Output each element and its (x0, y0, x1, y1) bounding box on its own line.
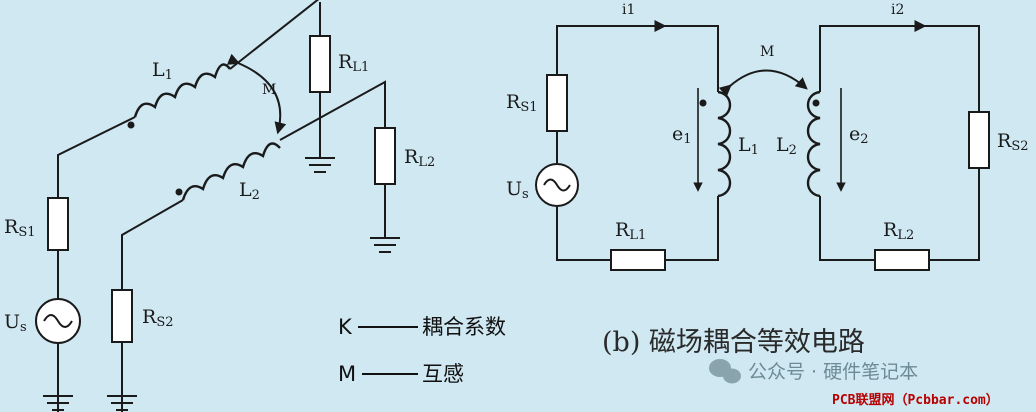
label-i1: i1 (622, 2, 635, 18)
left-wire-1 (57, 116, 136, 412)
sine-icon (43, 314, 73, 328)
right-circuit: i1 i2 M RS1 Us e1 L1 L2 e2 RS2 RL1 RL2 (… (506, 2, 1029, 358)
coil-l2 (181, 142, 281, 201)
label-rs1: RS1 (4, 216, 36, 240)
coil-l1-right (717, 90, 732, 198)
legend-k-key: K (338, 315, 353, 339)
watermark-account: 公众号 · 硬件笔记本 (748, 361, 918, 383)
legend-m-key: M (338, 362, 356, 386)
label-rs2-right: RS2 (997, 130, 1029, 154)
dot-l1-right (699, 99, 707, 107)
ground-rs2 (107, 395, 137, 411)
left-wire-1b (229, 0, 321, 158)
label-l2-right: L2 (776, 134, 797, 158)
legend: K 耦合系数 M 互感 (338, 315, 506, 386)
resistor-rl1 (309, 35, 331, 93)
label-rl1-right: RL1 (615, 219, 646, 243)
left-circuit: L1 M RL1 L2 RL2 RS1 Us RS2 (4, 0, 435, 412)
resistor-rl1-right (610, 249, 666, 271)
label-l1-right: L1 (738, 134, 759, 158)
mutual-arrow-right (718, 69, 808, 97)
resistor-rs2-right (968, 111, 990, 169)
sine-icon-right (543, 178, 571, 192)
label-m-left: M (262, 82, 276, 98)
caption: (b) 磁场耦合等效电路 (602, 327, 865, 358)
label-us-left: Us (4, 311, 27, 335)
coil-l1 (133, 63, 231, 118)
legend-k-text: 耦合系数 (422, 315, 506, 339)
label-e2: e2 (849, 123, 869, 147)
label-m-right: M (760, 44, 774, 60)
dot-l2-right (812, 99, 820, 107)
legend-m-text: 互感 (422, 362, 464, 386)
resistor-rs2 (111, 289, 133, 343)
dot-l1 (127, 121, 135, 129)
right-loop-2 (819, 25, 980, 261)
resistor-rs1-right (546, 74, 568, 132)
left-wire-2 (121, 80, 386, 412)
label-i2: i2 (891, 2, 904, 18)
label-rs1-right: RS1 (506, 91, 538, 115)
label-rl2-right: RL2 (883, 219, 914, 243)
resistor-rl2 (374, 127, 396, 185)
label-rl1: RL1 (338, 51, 369, 75)
label-rs2: RS2 (142, 306, 174, 330)
label-l2: L2 (239, 179, 260, 203)
wechat-icon (709, 359, 741, 384)
mutual-arrow-left (226, 53, 287, 135)
resistor-rl2-right (874, 249, 930, 271)
ground-rl2 (370, 237, 400, 253)
dot-l2 (175, 188, 183, 196)
label-l1: L1 (152, 59, 173, 83)
watermark: 公众号 · 硬件笔记本 PCB联盟网（Pcbbar.com） (709, 359, 999, 408)
label-us-right: Us (506, 178, 529, 202)
ground-rl1 (305, 157, 335, 173)
label-rl2: RL2 (404, 146, 435, 170)
coil-l2-right (806, 90, 821, 198)
resistor-rs1 (47, 197, 69, 251)
label-e1: e1 (672, 123, 692, 147)
ground-us-left (43, 395, 73, 411)
watermark-site: PCB联盟网（Pcbbar.com） (832, 392, 999, 408)
right-loop-1 (556, 25, 719, 261)
